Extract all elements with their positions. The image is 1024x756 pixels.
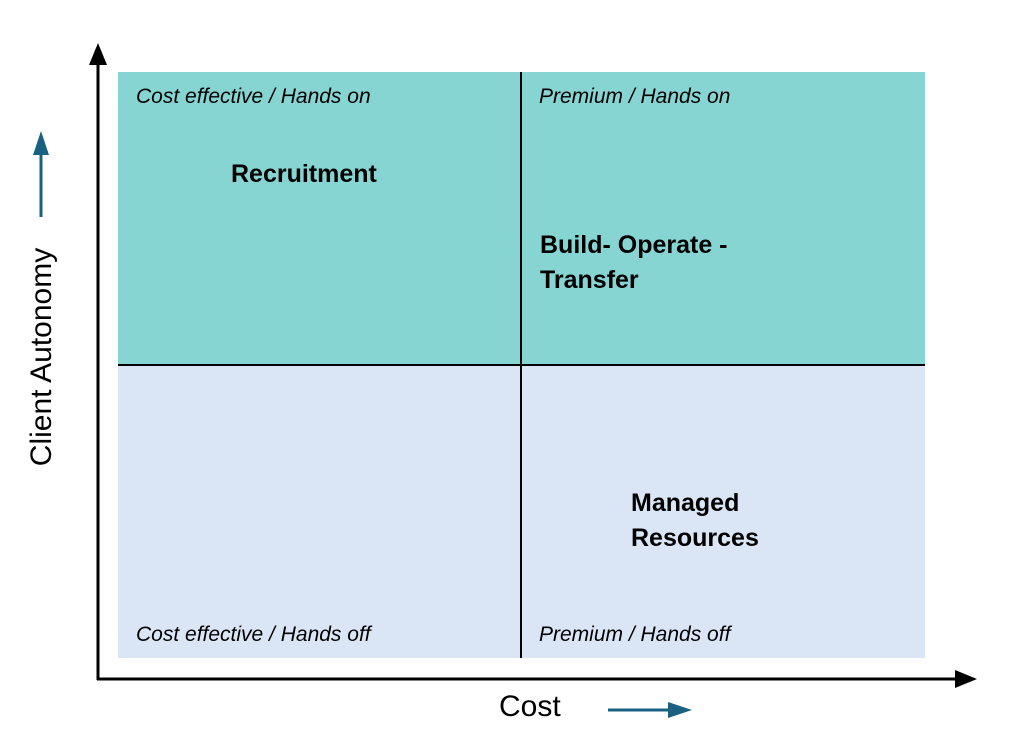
corner-label: Cost effective / Hands on (136, 85, 371, 108)
quadrant-top-left: Cost effective / Hands on Recruitment (118, 72, 521, 365)
quadrant-item-bot: Build- Operate - Transfer (540, 228, 728, 298)
corner-label: Cost effective / Hands off (136, 623, 371, 646)
x-axis-arrowhead (955, 670, 977, 688)
corner-label: Premium / Hands off (539, 623, 731, 646)
horizontal-divider (118, 364, 925, 366)
x-axis-label: Cost (499, 690, 561, 723)
item-line: Resources (631, 524, 759, 552)
quadrant-bottom-right: Managed Resources Premium / Hands off (521, 365, 925, 658)
quadrant-bottom-left: Cost effective / Hands off (118, 365, 521, 658)
quadrant-item-managed-resources: Managed Resources (631, 486, 759, 556)
corner-label: Premium / Hands on (539, 85, 731, 108)
x-direction-arrowhead-icon (668, 702, 692, 718)
item-line: Transfer (540, 266, 639, 294)
y-axis-arrowhead (89, 43, 107, 65)
item-line: Build- Operate - (540, 231, 728, 259)
quadrant-item-recruitment: Recruitment (231, 160, 377, 188)
item-line: Managed (631, 489, 740, 517)
quadrant-top-right: Premium / Hands on Build- Operate - Tran… (521, 72, 925, 365)
y-axis-label: Client Autonomy (25, 247, 58, 467)
y-direction-arrowhead-icon (33, 131, 49, 155)
